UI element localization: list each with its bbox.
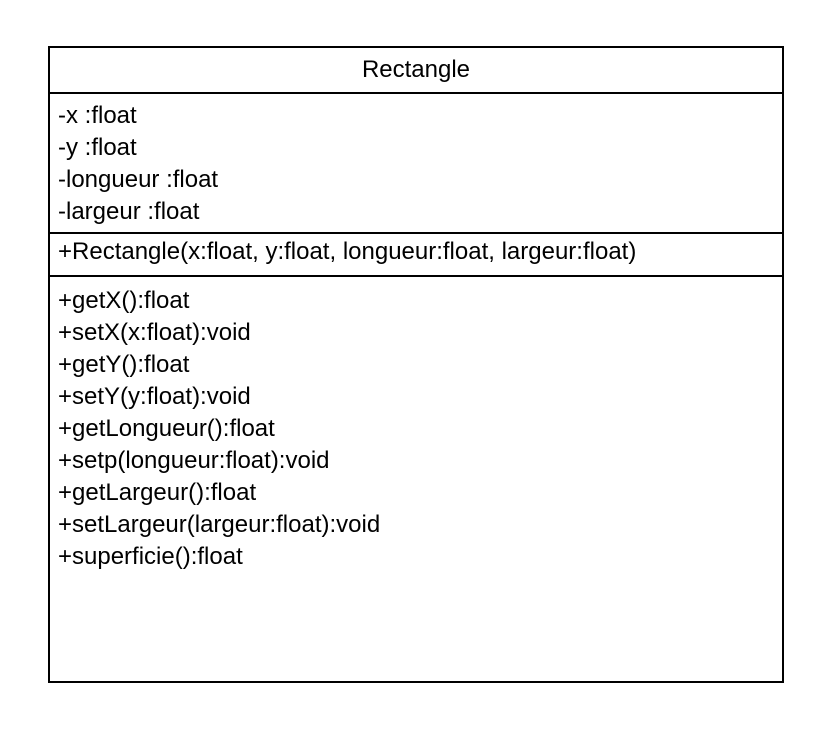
attribute-largeur: -largeur :float: [58, 198, 200, 225]
attributes-section: -x :float -y :float -longueur :float -la…: [50, 94, 782, 234]
attribute-longueur: -longueur :float: [58, 166, 219, 193]
operation-getx: +getX():float: [58, 287, 190, 314]
operation-setlargeur: +setLargeur(largeur:float):void: [58, 511, 381, 538]
operations-section: +getX():float +setX(x:float):void +getY(…: [50, 277, 782, 681]
constructor-rectangle: +Rectangle(x:float, y:float, longueur:fl…: [58, 238, 637, 265]
attribute-x: -x :float: [58, 102, 137, 129]
operation-setx: +setX(x:float):void: [58, 319, 251, 346]
operation-sety: +setY(y:float):void: [58, 383, 251, 410]
operation-gety: +getY():float: [58, 351, 190, 378]
uml-class-box: Rectangle -x :float -y :float -longueur …: [48, 46, 784, 683]
operation-getlongueur: +getLongueur():float: [58, 415, 275, 442]
class-name: Rectangle: [50, 48, 782, 94]
operation-setp: +setp(longueur:float):void: [58, 447, 330, 474]
attribute-y: -y :float: [58, 134, 137, 161]
operation-superficie: +superficie():float: [58, 543, 243, 570]
operation-getlargeur: +getLargeur():float: [58, 479, 257, 506]
constructor-section: +Rectangle(x:float, y:float, longueur:fl…: [50, 234, 782, 277]
